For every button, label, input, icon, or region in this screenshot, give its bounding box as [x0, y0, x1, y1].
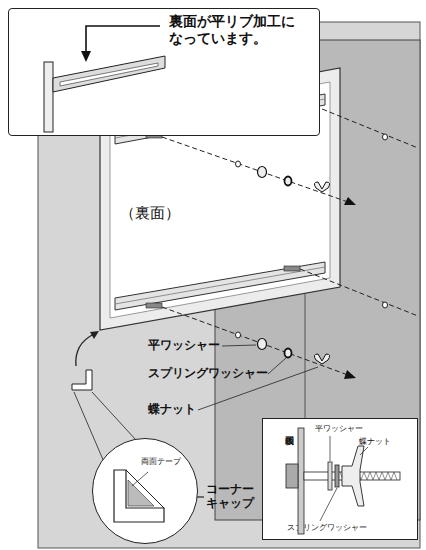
node-text: 蝶ナット	[359, 437, 409, 447]
flat-washer	[258, 339, 267, 350]
leader-line	[222, 345, 256, 346]
bolt-head	[286, 464, 298, 488]
side-label: （裏面）	[120, 204, 200, 222]
flat-washer	[258, 167, 267, 178]
spring-washer	[285, 349, 292, 358]
curved-arrow	[76, 334, 94, 366]
leader-line	[320, 488, 337, 521]
double-sided-tape	[128, 480, 154, 506]
section-inset: 仮囲鋼板平ワッシャー蝶ナットスプリングワッシャー	[262, 418, 418, 540]
leader-line	[268, 358, 286, 374]
node-text: 両面テープ	[141, 457, 191, 467]
leader-line	[360, 447, 368, 455]
callout-leader	[86, 26, 160, 52]
spring-washer	[285, 177, 292, 186]
corner-cap	[72, 370, 92, 390]
steel-plate-section	[298, 428, 304, 534]
sheet-hole	[383, 134, 388, 140]
part-label: スプリングワッシャー	[148, 366, 272, 380]
sheet-hole	[236, 332, 241, 338]
part-label: コーナー キャップ	[206, 482, 262, 511]
bolt-head	[284, 266, 300, 271]
rib-profile	[44, 62, 53, 132]
zoom-line	[92, 392, 136, 440]
sheet-hole	[236, 161, 241, 167]
sheet-hole	[383, 302, 388, 308]
leader-line	[132, 472, 148, 486]
bottom-rib	[115, 262, 325, 310]
node-text: スプリングワッシャー	[287, 523, 387, 533]
zoom-line	[74, 392, 104, 462]
leader-line	[330, 436, 331, 461]
spring-washer	[335, 465, 339, 487]
node-text: 裏面が平リブ加工に なっています。	[169, 13, 315, 47]
wing-nut	[342, 446, 364, 506]
corner-cap-detail	[114, 470, 164, 522]
bolt-head	[146, 303, 162, 308]
arrow-head	[344, 197, 356, 205]
arrow-head	[90, 331, 99, 339]
arrow-head	[344, 370, 356, 379]
wing-nut	[314, 354, 329, 364]
rib-groove	[60, 63, 158, 86]
part-label: 蝶ナット	[148, 402, 204, 416]
part-label: 平ワッシャー	[148, 338, 228, 352]
callout-inset: 裏面が平リブ加工に なっています。	[8, 8, 320, 136]
detail-circle: 両面テープ	[92, 438, 198, 544]
bolt-axis-line	[162, 137, 348, 202]
bolt-thread	[340, 472, 397, 480]
bolt-axis-line	[300, 269, 418, 316]
bolt-shaft	[304, 472, 400, 480]
arrow-head	[81, 51, 91, 62]
wing-nut	[314, 182, 329, 192]
cap-edge	[126, 470, 164, 508]
rib-groove	[115, 267, 325, 304]
flat-rib	[53, 56, 165, 92]
flat-washer	[328, 462, 332, 490]
node-text: 平ワッシャー	[315, 424, 375, 434]
